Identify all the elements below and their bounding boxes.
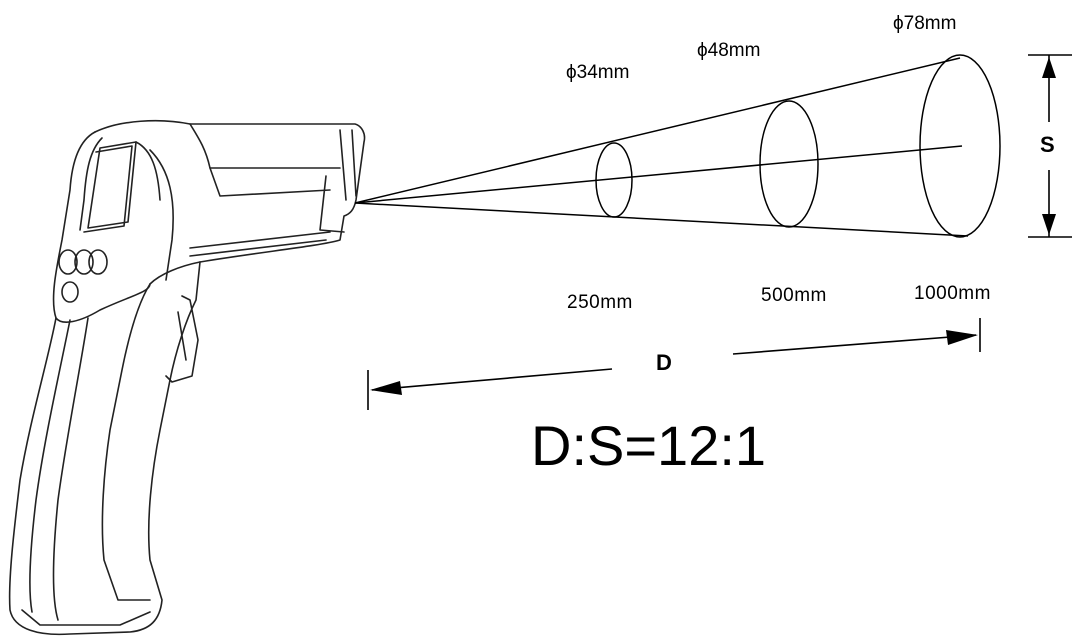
cone-center-line [354,145,963,204]
spot-ellipse-1000 [919,54,1001,238]
spot-ellipse-250 [595,142,633,218]
spot-size-label: S [1040,132,1055,157]
diameter-label-48mm: ϕ48mm [697,40,761,61]
distance-label-500mm: 500mm [761,285,827,306]
diameter-label-34mm: ϕ34mm [566,62,630,83]
thermometer-illustration [8,119,366,636]
distance-label-250mm: 250mm [567,292,633,313]
distance-label-1000mm: 1000mm [914,283,991,304]
cone-upper-edge [354,57,961,204]
cone-lower-edge [354,202,969,237]
diameter-label-78mm: ϕ78mm [893,13,957,34]
distance-to-spot-ratio: D:S=12:1 [531,414,767,477]
spot-size-dimension [1028,54,1072,238]
spot-ellipse-500 [759,100,819,228]
distance-axis-label: D [656,350,672,375]
distance-dimension [367,318,981,410]
measurement-cone [354,54,1001,238]
